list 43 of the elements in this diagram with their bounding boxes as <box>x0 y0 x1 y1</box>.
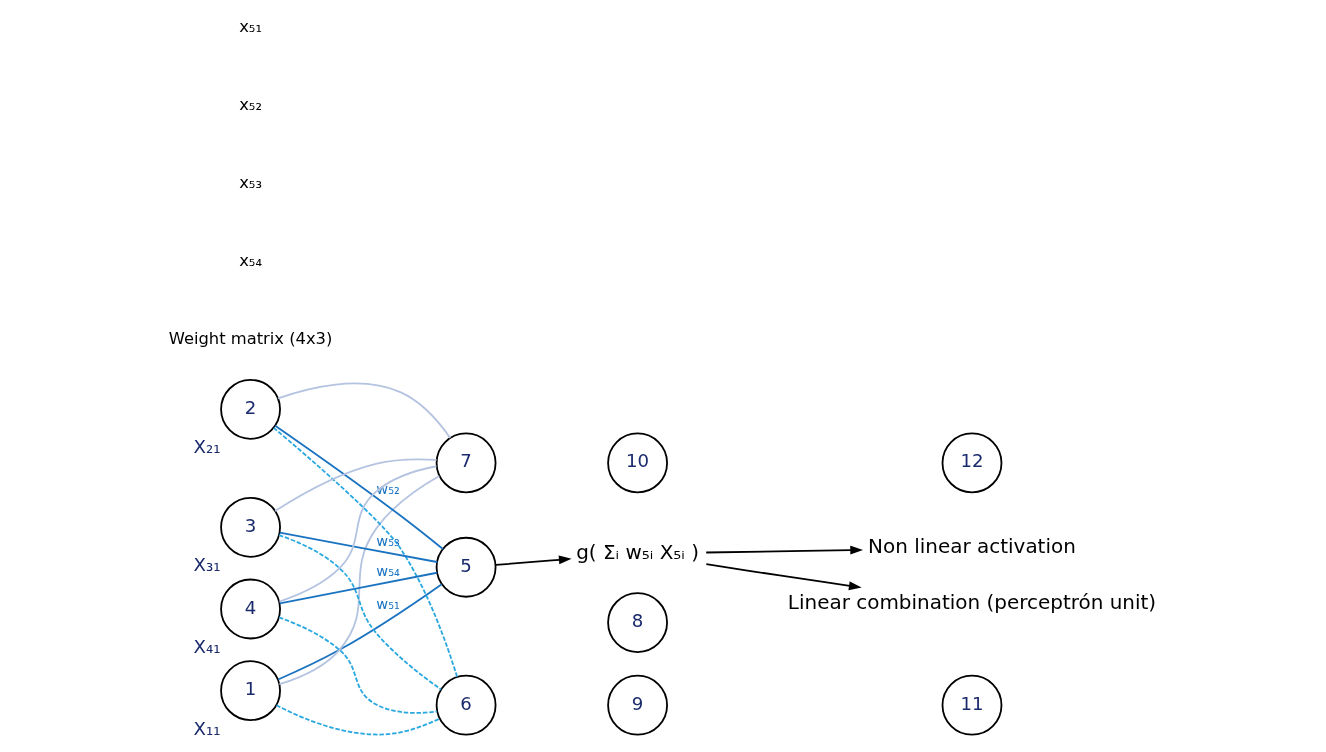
connector <box>272 427 459 678</box>
arrow <box>494 555 572 566</box>
node-label: X₂₁ <box>193 436 221 458</box>
edge-label: w₅₂ <box>376 480 400 497</box>
node-circle: 6 <box>435 674 497 736</box>
node-label: X₄₁ <box>193 636 221 657</box>
node-circle: 11 <box>941 674 1003 736</box>
connector <box>278 571 438 605</box>
connector <box>274 424 444 550</box>
label: Weight matrix (4x3) <box>168 329 333 349</box>
connector <box>277 583 443 681</box>
connector <box>278 465 438 603</box>
node-circle: 12 <box>941 432 1003 494</box>
node-circle: 9 <box>607 674 668 736</box>
connector <box>277 382 452 439</box>
node-label: X₁₁ <box>193 717 221 739</box>
connector <box>278 531 438 563</box>
node-text: g( Σᵢ w₅ᵢ X₅ᵢ ) <box>576 539 700 564</box>
connector <box>275 704 441 736</box>
label: x₅₁ <box>239 17 262 37</box>
label: x₅₂ <box>239 95 262 115</box>
node-circle: 5 <box>435 536 497 598</box>
edge-label: w₅₄ <box>376 563 400 580</box>
label: x₅₄ <box>239 251 262 271</box>
label: x₅₃ <box>239 173 262 193</box>
node-circle: 3 <box>220 496 281 558</box>
arrow <box>705 545 863 555</box>
node-circle: 2 <box>220 378 281 440</box>
connector <box>278 534 442 691</box>
node-label: X₃₁ <box>193 554 221 576</box>
connector <box>278 475 441 686</box>
connector <box>274 458 438 512</box>
node-circle: 10 <box>607 432 668 494</box>
node-text: Linear combination (perceptrón unit) <box>787 589 1157 614</box>
edge-label: w₅₃ <box>376 533 400 550</box>
connector <box>278 616 438 714</box>
node-text: Non linear activation <box>868 534 1076 559</box>
node-circle: 1 <box>220 660 281 722</box>
node-circle: 4 <box>220 578 281 640</box>
edge-label: w₅₁ <box>376 595 400 612</box>
node-circle: 8 <box>607 592 668 653</box>
arrow <box>705 563 862 591</box>
node-circle: 7 <box>435 432 497 494</box>
